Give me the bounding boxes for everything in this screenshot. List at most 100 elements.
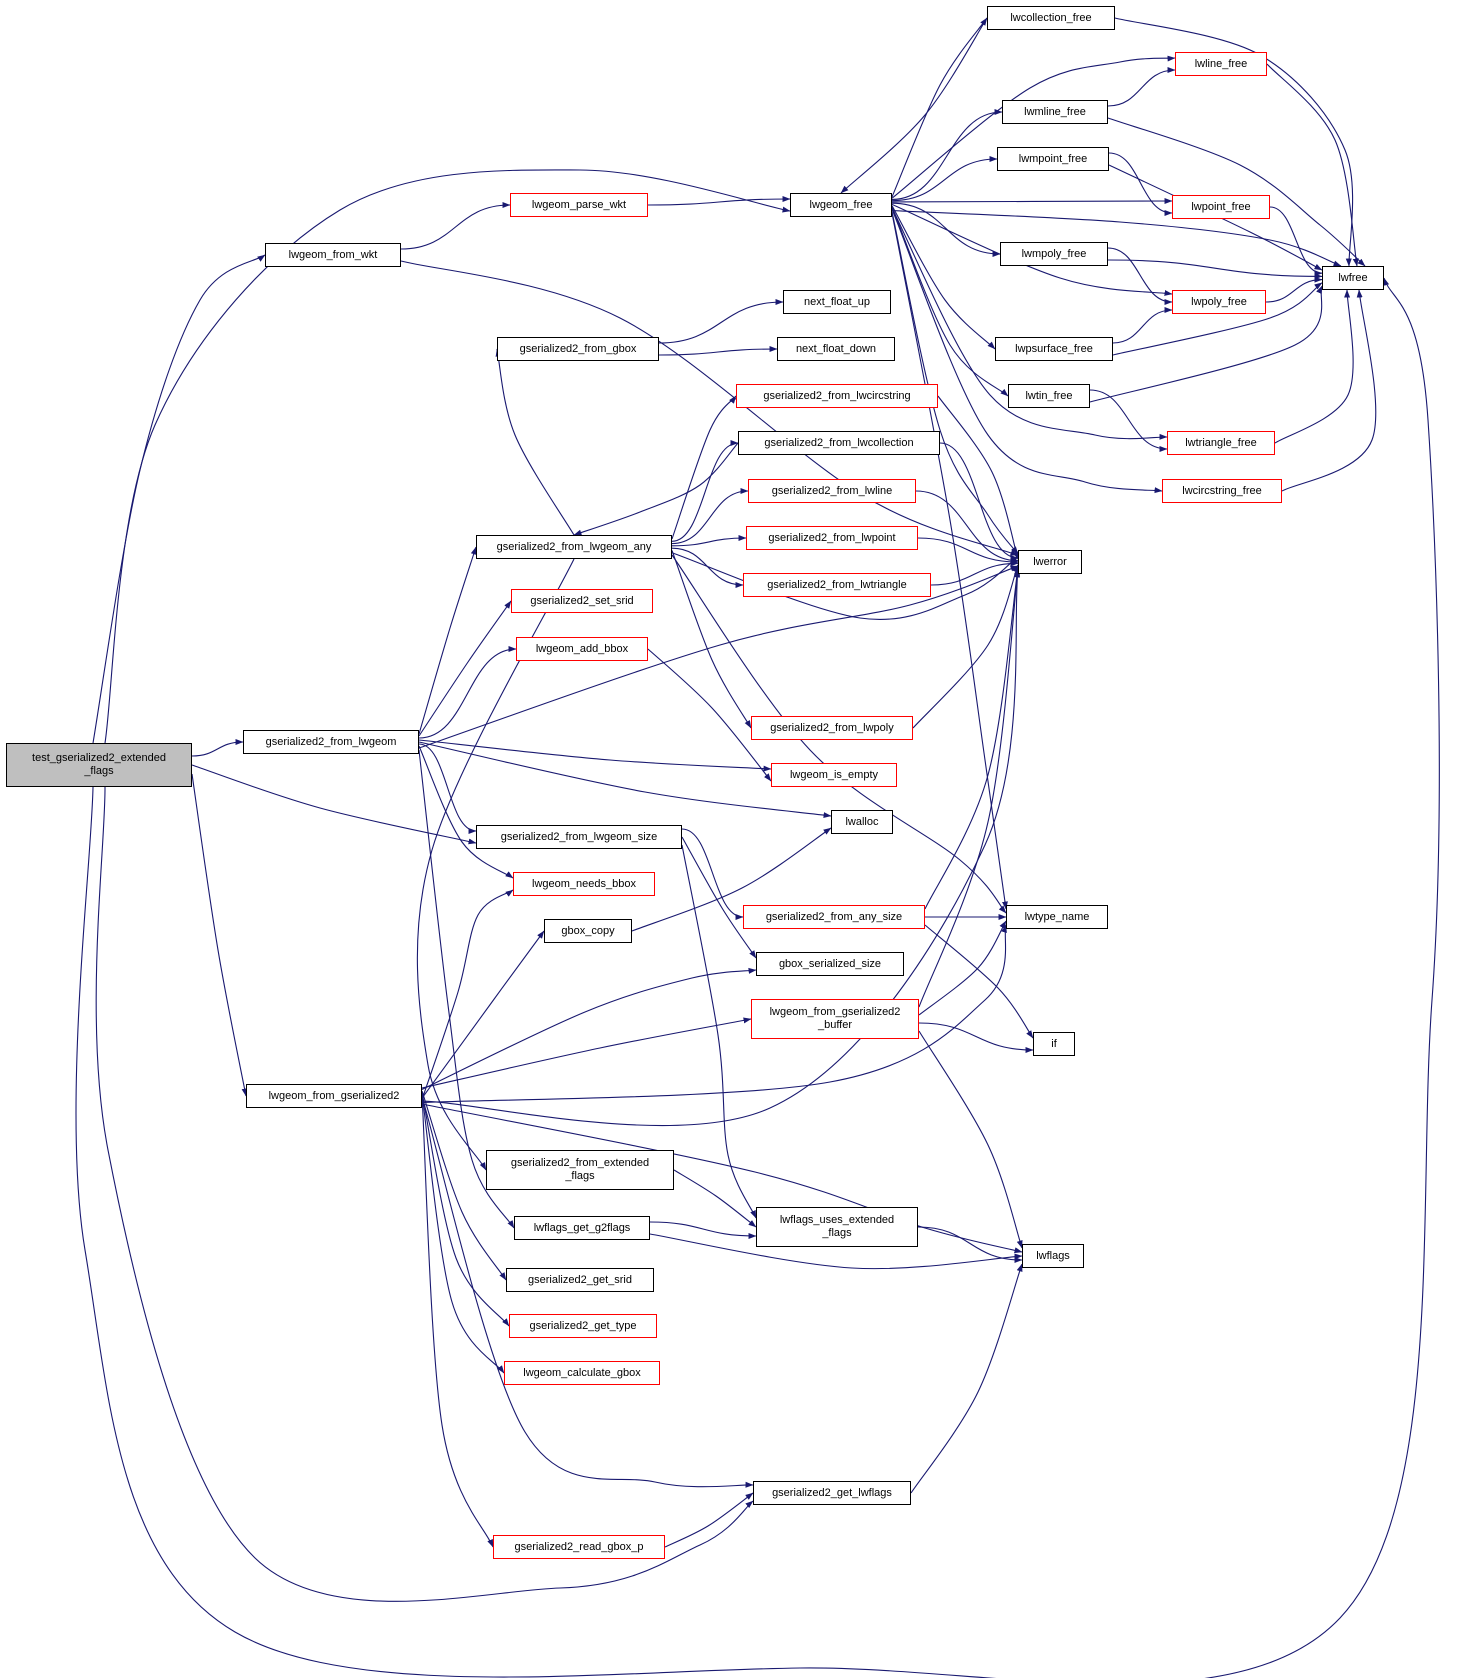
node-lwpsurface_free[interactable]: lwpsurface_free [995, 337, 1113, 361]
node-gserialized2_get_lwflags[interactable]: gserialized2_get_lwflags [753, 1481, 911, 1505]
edge-lwcollection_free-to-lwfree [1114, 17, 1354, 267]
edge-lwgeom_add_bbox-to-lwgeom_is_empty [647, 648, 772, 782]
node-lwcollection_free[interactable]: lwcollection_free [987, 6, 1115, 30]
node-gserialized2_from_lwtriangle[interactable]: gserialized2_from_lwtriangle [743, 573, 931, 597]
node-gserialized2_from_lwline[interactable]: gserialized2_from_lwline [748, 479, 916, 503]
edge-lwcollection_free-to-lwgeom_free [840, 17, 988, 194]
node-label: gserialized2_get_srid [528, 1273, 632, 1286]
edge-lwgeom_free-to-lwtin_free [891, 206, 1009, 397]
node-lwmpoint_free[interactable]: lwmpoint_free [997, 147, 1109, 171]
node-if[interactable]: if [1033, 1032, 1075, 1056]
node-lwflags_uses_extended_flags[interactable]: lwflags_uses_extended_flags [756, 1207, 918, 1247]
node-label: gserialized2_from_lwtriangle [767, 578, 907, 591]
node-gserialized2_from_any_size[interactable]: gserialized2_from_any_size [743, 905, 925, 929]
edge-lwgeom_from_gserialized2-to-gbox_serialized_size [421, 967, 757, 1090]
node-label: gserialized2_from_lwcircstring [763, 389, 911, 402]
node-label: _flags [565, 1170, 595, 1182]
node-lwmpoly_free[interactable]: lwmpoly_free [1000, 242, 1108, 266]
node-gserialized2_from_lwgeom_size[interactable]: gserialized2_from_lwgeom_size [476, 825, 682, 849]
node-lwpoly_free[interactable]: lwpoly_free [1172, 290, 1266, 314]
edge-gserialized2_from_lwpoint-to-lwerror [917, 537, 1019, 565]
edge-lwflags_get_g2flags-to-lwflags [649, 1233, 1023, 1270]
node-next_float_up[interactable]: next_float_up [783, 290, 891, 314]
edge-lwgeom_from_gserialized2-to-lwgeom_calculate_gbox [421, 1093, 505, 1374]
node-gserialized2_from_lwgeom[interactable]: gserialized2_from_lwgeom [243, 730, 419, 754]
node-lwline_free[interactable]: lwline_free [1175, 52, 1267, 76]
node-lwflags[interactable]: lwflags [1022, 1244, 1084, 1268]
node-label: lwerror [1033, 555, 1067, 568]
node-lwmline_free[interactable]: lwmline_free [1002, 100, 1108, 124]
node-label: lwmline_free [1024, 105, 1086, 118]
node-lwgeom_calculate_gbox[interactable]: lwgeom_calculate_gbox [504, 1361, 660, 1385]
node-gserialized2_set_srid[interactable]: gserialized2_set_srid [511, 589, 653, 613]
edge-gserialized2_from_lwpoly-to-lwerror [912, 564, 1019, 729]
node-gserialized2_read_gbox_p[interactable]: gserialized2_read_gbox_p [493, 1535, 665, 1559]
edge-gserialized2_from_lwcircstring-to-lwerror [937, 395, 1019, 560]
node-label: lwmpoint_free [1018, 152, 1088, 165]
node-label: gserialized2_from_lwgeom_size [500, 830, 658, 843]
node-lwfree[interactable]: lwfree [1322, 266, 1384, 290]
edge-lwpsurface_free-to-lwpoly_free [1112, 307, 1173, 344]
node-next_float_down[interactable]: next_float_down [777, 337, 895, 361]
node-gserialized2_from_lwpoly[interactable]: gserialized2_from_lwpoly [751, 716, 913, 740]
node-lwgeom_is_empty[interactable]: lwgeom_is_empty [771, 763, 897, 787]
edge-lwgeom_from_gserialized2_buffer-to-lwerror [918, 568, 1021, 1008]
edge-test_gserialized2_extended_flags-to-lwfree [75, 277, 1440, 1678]
node-gserialized2_get_type[interactable]: gserialized2_get_type [509, 1314, 657, 1338]
node-gserialized2_get_srid[interactable]: gserialized2_get_srid [506, 1268, 654, 1292]
edge-gserialized2_get_lwflags-to-lwflags [910, 1263, 1023, 1494]
node-gbox_serialized_size[interactable]: gbox_serialized_size [756, 952, 904, 976]
node-label: gserialized2_from_any_size [765, 910, 903, 923]
node-lwalloc[interactable]: lwalloc [831, 810, 893, 834]
node-gserialized2_from_lwcircstring[interactable]: gserialized2_from_lwcircstring [736, 384, 938, 408]
node-lwgeom_add_bbox[interactable]: lwgeom_add_bbox [516, 637, 648, 661]
edge-lwflags_get_g2flags-to-lwflags_uses_extended_flags [649, 1221, 757, 1239]
node-lwtin_free[interactable]: lwtin_free [1008, 384, 1090, 408]
edge-lwgeom_from_gserialized2-to-gserialized2_get_type [421, 1092, 510, 1327]
node-lwgeom_from_wkt[interactable]: lwgeom_from_wkt [265, 243, 401, 267]
node-gserialized2_from_lwgeom_any[interactable]: gserialized2_from_lwgeom_any [476, 535, 672, 559]
edge-gserialized2_from_lwgeom_any-to-gserialized2_from_gbox [495, 348, 575, 536]
edge-gserialized2_from_lwtriangle-to-lwerror [930, 560, 1019, 586]
node-label: gserialized2_from_lwgeom [265, 735, 397, 748]
node-lwerror[interactable]: lwerror [1018, 550, 1082, 574]
node-lwgeom_parse_wkt[interactable]: lwgeom_parse_wkt [510, 193, 648, 217]
node-test_gserialized2_extended_flags[interactable]: test_gserialized2_extended_flags [6, 743, 192, 787]
node-label: next_float_down [795, 342, 877, 355]
node-label: gbox_copy [561, 924, 615, 937]
node-lwgeom_needs_bbox[interactable]: lwgeom_needs_bbox [513, 872, 655, 896]
edge-test_gserialized2_extended_flags-to-gserialized2_from_lwgeom [191, 739, 244, 757]
node-label: gbox_serialized_size [778, 957, 882, 970]
node-gserialized2_from_gbox[interactable]: gserialized2_from_gbox [497, 337, 659, 361]
node-label: lwtriangle_free [1185, 436, 1257, 449]
node-gserialized2_from_lwpoint[interactable]: gserialized2_from_lwpoint [746, 526, 918, 550]
node-lwpoint_free[interactable]: lwpoint_free [1172, 195, 1270, 219]
edge-gserialized2_from_lwgeom_size-to-gbox_serialized_size [681, 836, 757, 959]
node-label: _buffer [817, 1019, 853, 1031]
edge-lwmpoly_free-to-lwfree [1107, 259, 1323, 280]
node-label: lwgeom_calculate_gbox [523, 1366, 641, 1379]
node-lwtriangle_free[interactable]: lwtriangle_free [1167, 431, 1275, 455]
edge-lwgeom_free-to-lwline_free [891, 55, 1176, 199]
edge-lwgeom_from_gserialized2-to-gbox_copy [421, 930, 545, 1099]
node-lwgeom_free[interactable]: lwgeom_free [790, 193, 892, 217]
edge-lwpsurface_free-to-lwfree [1112, 282, 1323, 356]
edge-gserialized2_from_gbox-to-next_float_up [658, 299, 784, 344]
node-lwtype_name[interactable]: lwtype_name [1006, 905, 1108, 929]
edge-lwgeom_free-to-lwerror [891, 211, 1019, 555]
edge-gserialized2_from_lwgeom_any-to-gserialized2_from_lwline [671, 488, 749, 545]
node-label: gserialized2_get_type [529, 1319, 637, 1332]
node-gbox_copy[interactable]: gbox_copy [544, 919, 632, 943]
node-lwgeom_from_gserialized2_buffer[interactable]: lwgeom_from_gserialized2_buffer [751, 999, 919, 1039]
node-lwgeom_from_gserialized2[interactable]: lwgeom_from_gserialized2 [246, 1084, 422, 1108]
node-label: lwtype_name [1024, 910, 1090, 923]
edge-gserialized2_from_lwgeom-to-lwgeom_add_bbox [418, 646, 517, 739]
edge-lwgeom_parse_wkt-to-lwgeom_free [647, 196, 791, 206]
node-lwcircstring_free[interactable]: lwcircstring_free [1162, 479, 1282, 503]
node-gserialized2_from_lwcollection[interactable]: gserialized2_from_lwcollection [738, 431, 940, 455]
node-lwflags_get_g2flags[interactable]: lwflags_get_g2flags [514, 1216, 650, 1240]
node-label: lwtin_free [1025, 389, 1073, 402]
node-gserialized2_from_extended_flags[interactable]: gserialized2_from_extended_flags [486, 1150, 674, 1190]
edge-lwtin_free-to-lwfree [1089, 285, 1323, 403]
edge-lwgeom_from_gserialized2-to-lwflags [421, 1103, 1023, 1254]
